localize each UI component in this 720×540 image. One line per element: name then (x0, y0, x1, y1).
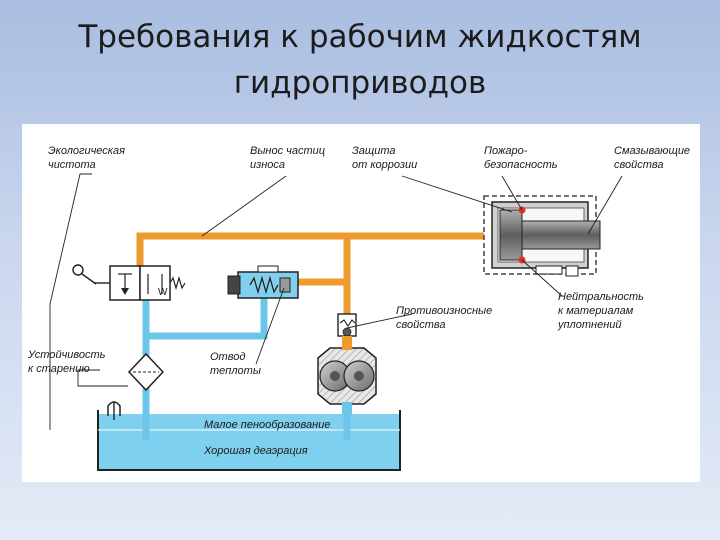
label-lubricating-2: свойства (614, 159, 664, 171)
label-aging-1: Устойчивость (27, 349, 106, 361)
title-line-1: Требования к рабочим жидкостям (78, 19, 642, 55)
pressure-line-valve-branch (297, 236, 351, 286)
hydraulic-scheme-svg: W (27, 145, 690, 471)
label-heat-2: теплоты (210, 365, 261, 377)
label-antiwear-1: Противоизносные (396, 305, 492, 317)
spring-mark: W (158, 287, 168, 298)
title-line-2: гидроприводов (233, 65, 487, 101)
label-foam: Малое пенообразование (204, 419, 330, 431)
label-deaeration: Хорошая деаэрация (203, 445, 308, 457)
label-corrosion-2: от коррозии (352, 159, 417, 171)
label-lubricating-1: Смазывающие (614, 145, 690, 157)
hydraulic-cylinder (483, 195, 601, 277)
labels: Экологическая чистота Вынос частиц износ… (27, 145, 690, 457)
label-corrosion-1: Защита (352, 145, 396, 157)
tank-breather (107, 401, 121, 420)
label-fire-1: Пожаро- (484, 145, 528, 157)
label-heat-1: Отвод (210, 351, 245, 363)
label-ecology-2: чистота (48, 159, 96, 171)
label-neutrality-1: Нейтральность (558, 291, 644, 303)
label-wear-2: износа (250, 159, 285, 171)
valve-spring-icon (169, 275, 186, 291)
label-antiwear-2: свойства (396, 319, 446, 331)
gear-pump (317, 336, 377, 414)
pressure-line-main (136, 232, 492, 280)
label-neutrality-2: к материалам (558, 305, 634, 317)
tank-walls (97, 410, 401, 471)
label-ecology-1: Экологическая (48, 145, 125, 157)
pressure-lines (136, 232, 492, 314)
label-wear-1: Вынос частиц (250, 145, 325, 157)
cylinder-piston (499, 209, 523, 261)
relief-valve (227, 265, 299, 299)
filter (127, 352, 165, 392)
check-valve (337, 313, 357, 337)
hydraulic-diagram: W (22, 124, 700, 482)
drain-line-cooler (146, 296, 268, 340)
label-aging-2: к старению (28, 363, 90, 375)
directional-valve: W (72, 264, 186, 301)
leader-lines (49, 173, 623, 430)
piston-rod (521, 220, 601, 250)
slide-title: Требования к рабочим жидкостям гидроприв… (0, 14, 720, 106)
label-neutrality-3: уплотнений (557, 319, 622, 331)
valve-handle-icon (72, 264, 84, 276)
label-fire-2: безопасность (484, 159, 558, 171)
